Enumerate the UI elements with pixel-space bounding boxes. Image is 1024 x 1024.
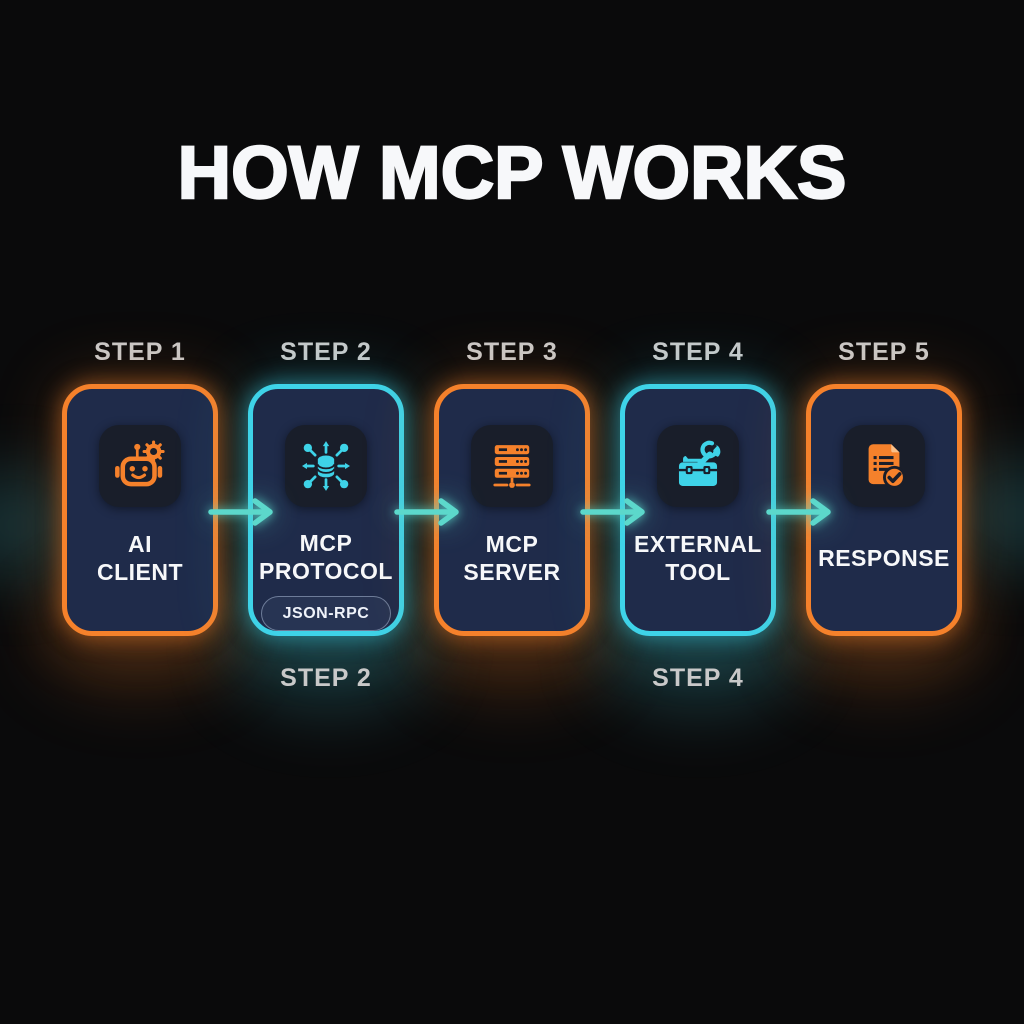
step-5-label: STEP 5 (838, 338, 930, 366)
step-4-label: STEP 4 (652, 338, 744, 366)
card-title: RESPONSE (818, 545, 950, 571)
card-mcp-server: MCP SERVER (434, 384, 590, 636)
page-title: HOW MCP WORKS (176, 130, 847, 215)
json-rpc-badge: JSON-RPC (260, 596, 392, 632)
card-external-tool: EXTERNAL TOOL (620, 384, 776, 636)
card-title: AI CLIENT (96, 531, 184, 585)
step-column-4: STEP 4 E (620, 338, 776, 636)
card-response: RESPONSE (806, 384, 962, 636)
document-check-icon (843, 425, 925, 507)
card-ai-client: AI CLIENT (62, 384, 218, 636)
card-mcp-protocol: MCP PROTOCOL JSON-RPC (248, 384, 404, 636)
step-2-label: STEP 2 (280, 338, 372, 366)
step-column-3: STEP 3 (434, 338, 590, 636)
robot-icon (99, 425, 181, 507)
card-title: MCP SERVER (463, 531, 561, 585)
step-column-1: STEP 1 (62, 338, 218, 636)
step-column-2: STEP 2 (248, 338, 404, 636)
toolbox-icon (657, 425, 739, 507)
step-2-bottom-label: STEP 2 (280, 664, 372, 692)
card-title: MCP PROTOCOL (259, 530, 393, 585)
card-title: EXTERNAL TOOL (634, 531, 762, 585)
step-column-5: STEP 5 RESPONSE (806, 338, 962, 636)
step-1-label: STEP 1 (94, 338, 186, 366)
server-icon (471, 425, 553, 507)
step-3-label: STEP 3 (466, 338, 558, 366)
network-database-icon (285, 425, 367, 507)
step-4-bottom-label: STEP 4 (652, 664, 744, 692)
